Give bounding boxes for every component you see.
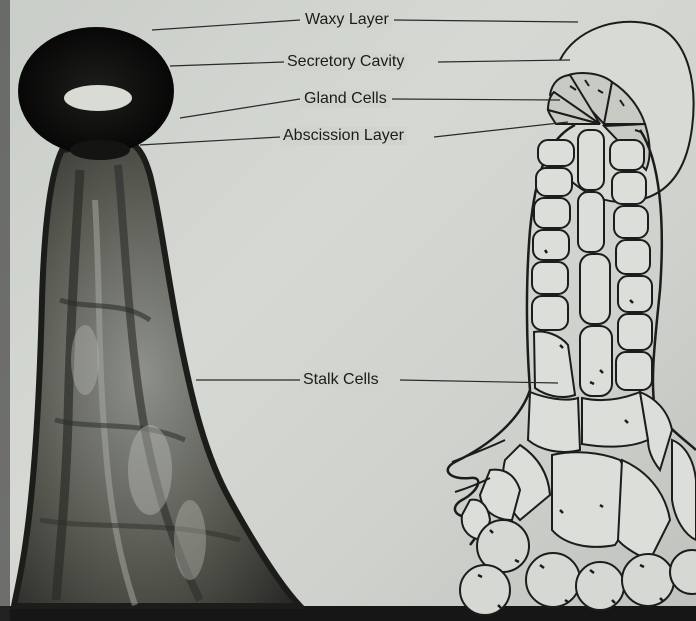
label-waxy-layer: Waxy Layer <box>302 11 392 29</box>
leader-abscission-left <box>140 137 280 145</box>
leader-waxy-left <box>152 20 300 30</box>
leader-waxy-right <box>394 20 578 22</box>
leader-gland-left <box>180 99 300 118</box>
stalk-light-patch <box>128 425 172 515</box>
leader-secretory-left <box>170 62 284 66</box>
micrograph-neck <box>70 140 130 160</box>
stalk-light-patch <box>71 325 99 395</box>
stalk-light-patch <box>174 500 206 580</box>
drawn-stalk-cells <box>462 130 696 560</box>
micrograph-trichome <box>14 27 300 606</box>
leader-abscission-right <box>434 122 568 137</box>
leader-gland-right <box>392 99 560 100</box>
label-gland-cells: Gland Cells <box>301 90 390 108</box>
leader-secretory-right <box>438 60 570 62</box>
drawn-trichome <box>448 22 696 615</box>
label-secretory-cavity: Secretory Cavity <box>284 53 407 71</box>
label-abscission-layer: Abscission Layer <box>280 127 407 145</box>
photo-left-edge <box>0 0 10 621</box>
leader-lines <box>140 20 578 383</box>
label-stalk-cells: Stalk Cells <box>300 371 382 389</box>
micrograph-secretory-cavity <box>64 85 132 111</box>
